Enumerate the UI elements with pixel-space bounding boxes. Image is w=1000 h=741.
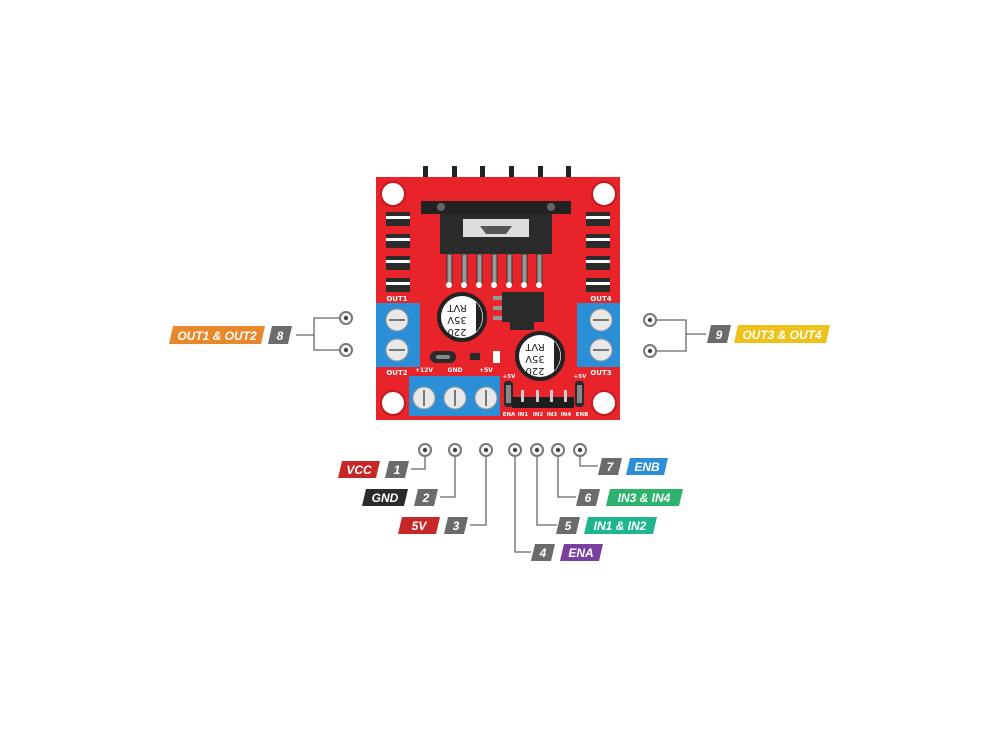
pin-3-label-tag — [398, 517, 440, 534]
pin-2-label-tag — [362, 489, 408, 506]
pin-label-9: 9 OUT3 & OUT4 — [707, 325, 830, 343]
heatsink-plate — [421, 201, 571, 214]
terminal-block-out1-out2 — [376, 303, 420, 367]
pin-5-number-badge — [556, 517, 580, 534]
silk-out4: OUT4 — [590, 295, 611, 303]
pin-label-8: OUT1 & OUT2 8 — [169, 326, 292, 344]
pin-1-number-badge — [385, 461, 409, 478]
pin-label-6: 6 IN3 & IN4 — [576, 489, 683, 506]
silk-out1: OUT1 — [386, 295, 407, 303]
silk-in1: IN1 — [518, 412, 529, 418]
pin-label-5: 5 IN1 & IN2 — [556, 517, 657, 534]
pin-2-number: 2 — [422, 491, 430, 505]
pin-9-number: 9 — [716, 328, 723, 342]
pin-6-label: IN3 & IN4 — [618, 491, 671, 505]
capacitor-2-line2: 35V — [525, 353, 545, 364]
mounting-holes — [380, 181, 617, 416]
pin-label-2: GND 2 — [362, 489, 438, 506]
pin-5-number: 5 — [565, 519, 572, 533]
jumper-5v — [430, 351, 456, 363]
pin-2-label: GND — [372, 491, 399, 505]
pin-4-label: ENA — [568, 546, 593, 560]
pin-2-number-badge — [414, 489, 438, 506]
capacitor-1: 220 35V RVT — [437, 292, 487, 342]
pin-markers — [339, 311, 657, 457]
silk-out3: OUT3 — [590, 369, 611, 377]
pin-8-number: 8 — [277, 329, 284, 343]
pin-4-label-tag — [560, 544, 603, 561]
pin-6-label-tag — [606, 489, 683, 506]
pin-1-label: VCC — [346, 463, 372, 477]
pin-8-label: OUT1 & OUT2 — [177, 329, 257, 343]
silk-in3: IN3 — [547, 412, 558, 418]
silk-5v: +5V — [479, 367, 493, 374]
pin-7-number-badge — [598, 458, 622, 475]
diodes-right — [586, 212, 610, 292]
pin-7-label-tag — [626, 458, 668, 475]
capacitor-1-line1: 220 — [447, 326, 466, 337]
pin-label-4: 4 ENA — [531, 544, 603, 561]
pin-8-label-tag — [169, 326, 265, 344]
terminal-block-out3-out4 — [577, 303, 620, 367]
pin-9-label-tag — [734, 325, 830, 343]
silk-ena: ENA — [503, 412, 516, 418]
smd-led — [493, 351, 500, 363]
smd-component — [470, 353, 480, 360]
capacitor-1-line2: 35V — [447, 314, 467, 325]
pin-4-number-badge — [531, 544, 555, 561]
diodes-left — [386, 212, 410, 292]
silk-5v-right: +5V — [574, 374, 587, 380]
pin-3-label: 5V — [412, 519, 428, 533]
silk-12v: +12V — [415, 367, 433, 374]
capacitor-2-line1: 220 — [525, 365, 544, 376]
pin-3-number: 3 — [453, 519, 460, 533]
pin-9-label: OUT3 & OUT4 — [742, 328, 822, 342]
capacitor-2: 220 35V RVT — [515, 331, 565, 381]
pin-4-number: 4 — [539, 546, 547, 560]
input-header-pins — [512, 390, 574, 408]
pin-7-label: ENB — [634, 460, 660, 474]
silk-5v-left: +5V — [503, 374, 516, 380]
silk-in4: IN4 — [561, 412, 572, 418]
pin-5-label-tag — [584, 517, 657, 534]
pin-1-number: 1 — [394, 463, 401, 477]
pin-label-1: VCC 1 — [338, 461, 409, 478]
pin-9-number-badge — [707, 325, 731, 343]
pin-3-number-badge — [444, 517, 468, 534]
pin-7-number: 7 — [607, 460, 615, 474]
pin-6-number-badge — [576, 489, 600, 506]
jumper-ena — [504, 381, 513, 407]
pin-label-7: 7 ENB — [598, 458, 668, 475]
capacitor-1-line3: RVT — [446, 302, 466, 313]
pin-8-number-badge — [268, 326, 292, 344]
silk-gnd: GND — [448, 367, 463, 374]
l298n-board: 220 35V RVT 220 35V RVT — [376, 166, 620, 420]
pin-5-label: IN1 & IN2 — [594, 519, 647, 533]
silk-in2: IN2 — [533, 412, 544, 418]
jumper-enb — [575, 381, 584, 407]
pin-1-label-tag — [338, 461, 380, 478]
l298n-chip — [440, 214, 552, 288]
silk-out2: OUT2 — [386, 369, 407, 377]
pin-6-number: 6 — [585, 491, 592, 505]
terminal-block-power — [409, 376, 500, 416]
capacitor-2-line3: RVT — [524, 341, 544, 352]
silk-enb: ENB — [576, 412, 589, 418]
pin-label-3: 5V 3 — [398, 517, 468, 534]
voltage-regulator — [493, 292, 544, 330]
